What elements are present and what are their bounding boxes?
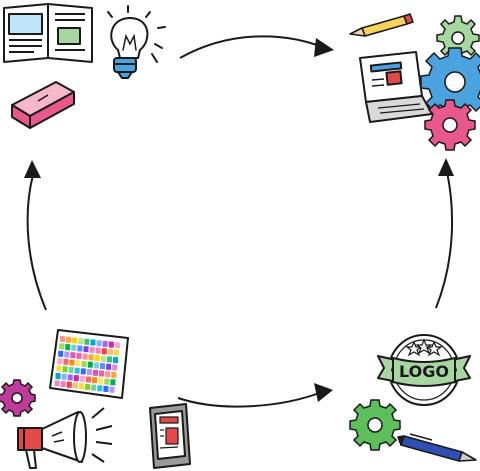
arrow-left xyxy=(26,174,47,311)
gear-icon xyxy=(420,47,480,117)
megaphone-icon xyxy=(17,407,113,469)
arrow-right xyxy=(435,171,454,309)
gear-icon xyxy=(424,99,476,151)
arrow-right-head xyxy=(438,158,454,176)
laptop-icon xyxy=(359,51,433,123)
lightbulb-icon xyxy=(107,5,166,79)
pen-icon xyxy=(397,433,477,462)
newspaper-icon xyxy=(3,3,93,63)
arrow-bottom xyxy=(177,391,323,408)
color-palette-icon xyxy=(49,329,129,399)
arrow-bottom-head xyxy=(314,383,333,402)
logo-badge-text: LOGO xyxy=(399,362,449,381)
arrow-top xyxy=(179,35,326,59)
tablet-icon xyxy=(149,403,191,469)
eraser-icon xyxy=(11,81,75,129)
gear-icon xyxy=(349,399,401,451)
logo-badge-icon: LOGO xyxy=(377,334,471,406)
arrow-left-head xyxy=(24,160,41,178)
pencil-icon xyxy=(349,13,414,37)
gear-icon xyxy=(0,379,36,417)
arrow-top-head xyxy=(314,38,334,57)
